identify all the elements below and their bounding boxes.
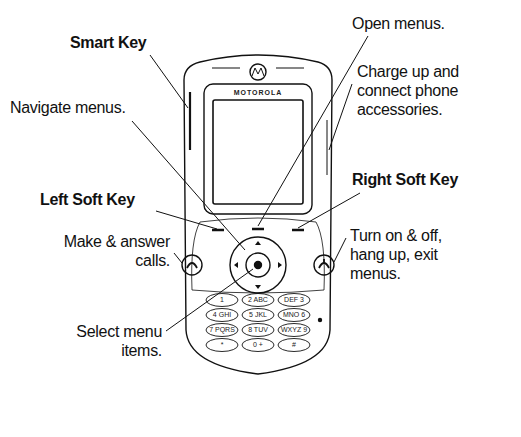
key-outline <box>206 309 238 322</box>
screen <box>213 100 303 204</box>
leader-line <box>329 84 352 150</box>
key-outline <box>206 294 238 307</box>
nav-ring <box>230 237 286 293</box>
leader-line <box>298 193 360 228</box>
callout-label: Left Soft Key <box>40 190 170 209</box>
leader-line <box>166 269 253 331</box>
select-dot <box>255 262 262 269</box>
callout-label: Charge up and connect phone accessories. <box>357 62 475 119</box>
key-label: # <box>277 340 311 350</box>
leader-line <box>174 253 182 263</box>
nav-arrows <box>234 241 282 289</box>
phone-body <box>182 55 334 374</box>
key-label: 0 + <box>241 340 275 350</box>
key-label: 4 GHI <box>205 310 239 320</box>
callout-label: Turn on & off, hang up, exit menus. <box>350 226 470 283</box>
callout-label: Smart Key <box>70 33 180 52</box>
key-outline <box>278 294 310 307</box>
leader-line <box>132 121 245 250</box>
key-label: WXYZ 9 <box>277 325 311 335</box>
key-outline <box>242 309 274 322</box>
key-outline <box>242 339 274 352</box>
phone-housing <box>184 55 332 374</box>
key-label: * <box>205 340 239 350</box>
key-label: 8 TUV <box>241 325 275 335</box>
key-outline <box>206 324 238 337</box>
leader-lines <box>132 36 368 331</box>
key-label: 7 PQRS <box>205 325 239 335</box>
keypad <box>206 294 310 352</box>
logo <box>250 64 266 80</box>
callout-label: Navigate menus. <box>10 98 160 117</box>
end-key <box>314 255 334 275</box>
leader-line <box>150 55 188 108</box>
smart-key <box>189 92 191 150</box>
callout-label: Select menu items. <box>40 322 162 360</box>
earpiece <box>212 67 304 68</box>
key-outline <box>206 339 238 352</box>
side-connector <box>327 120 328 175</box>
key-label: DEF 3 <box>277 295 311 305</box>
callout-label: Make & answer calls. <box>40 232 170 270</box>
callout-label: Right Soft Key <box>352 170 512 189</box>
key-label: MNO 6 <box>277 310 311 320</box>
key-outline <box>278 309 310 322</box>
brand-name: MOTOROLA <box>218 88 298 97</box>
leader-line <box>156 211 217 229</box>
screen-bezel <box>204 84 312 214</box>
microphone <box>319 319 322 322</box>
key-label: 2 ABC <box>241 295 275 305</box>
key-outline <box>278 324 310 337</box>
send-icon <box>187 263 197 268</box>
callout-label: Open menus. <box>352 14 502 33</box>
key-label: 1 <box>205 295 239 305</box>
soft-keys <box>212 229 304 230</box>
key-outline <box>278 339 310 352</box>
send-key <box>182 255 202 275</box>
logo-mark <box>252 68 264 76</box>
key-outline <box>242 324 274 337</box>
end-icon <box>319 259 329 268</box>
key-panel <box>192 218 325 293</box>
leader-line <box>334 238 346 262</box>
key-outline <box>242 294 274 307</box>
key-label: 5 JKL <box>241 310 275 320</box>
select-key <box>246 253 270 277</box>
